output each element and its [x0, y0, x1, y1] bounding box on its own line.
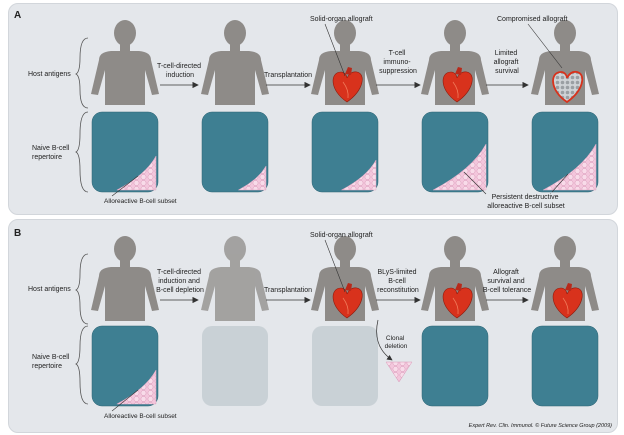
panel-b-naive-brace: [75, 325, 89, 405]
panel-a-host-figure-2: [201, 20, 269, 105]
panel-a-arrow-2-label: Transplantation: [264, 72, 312, 79]
panel-b-naive-label-1: Naive B-cell: [32, 354, 70, 361]
panel-b-arrow-1-label: T-cell-directed induction and B-cell dep…: [156, 269, 204, 294]
panel-b-host-figure-2: [201, 236, 269, 321]
panel-a-repertoire-5-cells: [542, 143, 597, 191]
panel-b-repertoire-5: [531, 325, 599, 407]
panel-a-repertoire-3-cells: [341, 159, 377, 191]
panel-a-naive-brace: [75, 111, 89, 193]
panel-a-heart-2: [442, 67, 473, 103]
panel-b-subset-callout: Alloreactive B-cell subset: [104, 413, 177, 420]
panel-b-heart-2: [442, 283, 473, 319]
panel-a-heart-1: [332, 67, 363, 103]
panel-b-repertoire-4: [421, 325, 489, 407]
panel-b-heart-1: [332, 283, 363, 319]
panel-a-repertoire-5: [531, 111, 599, 193]
panel-b-repertoire-2: [202, 326, 268, 406]
panel-b-subset-leader: [111, 389, 139, 412]
panel-a-repertoire-4-cells: [432, 143, 487, 191]
panel-b-heart-3: [552, 283, 583, 319]
panel-a-arrow-4-label: Limited allograft survival: [494, 50, 521, 75]
panel-b-repertoire-1-cells: [116, 369, 157, 405]
figure-credit: Expert Rev. Clin. Immunol. © Future Scie…: [469, 422, 613, 429]
panel-a-subset-leader: [111, 175, 139, 197]
panel-a-arrow-3-label: T-cell immuno- suppression: [379, 50, 417, 75]
panel-a-host-brace: [75, 37, 89, 109]
panel-b-host-brace: [75, 253, 89, 325]
panel-b-arrow-2-label: Transplantation: [264, 287, 312, 294]
panel-a-allograft-leader: [324, 23, 346, 77]
panel-a-persistent-callout: Persistent destructive alloreactive B-ce…: [487, 194, 564, 210]
panel-b-clonal-arrow: [376, 319, 393, 361]
panel-a-naive-label-1: Naive B-cell: [32, 145, 70, 152]
panel-b-arrow-3-label: BLyS-limited B-cell reconstitution: [377, 269, 419, 294]
panel-a-naive-label-2: repertoire: [32, 154, 62, 161]
panel-a-repertoire-2-cells: [238, 165, 267, 191]
panel-b-arrow-4-label: Allograft survival and B-cell tolerance: [483, 269, 531, 294]
panel-b-host-label: Host antigens: [28, 286, 71, 293]
panel-a-host-label: Host antigens: [28, 71, 71, 78]
panel-a-host-figure-1: [91, 20, 159, 105]
panel-a-repertoire-4: [421, 111, 489, 193]
panel-a-subset-callout: Alloreactive B-cell subset: [104, 198, 177, 205]
panel-a-repertoire-1-cells: [116, 155, 157, 191]
panel-a-repertoire-2: [201, 111, 269, 193]
panel-a-heart-compromised: [552, 70, 584, 104]
panel-b-allograft-leader: [324, 239, 346, 293]
panel-a-allograft-callout: Solid-organ allograft: [310, 16, 373, 23]
panel-b-host-figure-1: [91, 236, 159, 321]
panel-b-repertoire-1: [91, 325, 159, 407]
panel-a-compromised-callout: Compromised allograft: [497, 16, 567, 23]
panel-a-compromised-leader: [527, 23, 563, 69]
panel-b-repertoire-3: [312, 326, 378, 406]
panel-a-persistent-leader-1: [463, 171, 487, 195]
panel-b-clonal-callout: Clonal deletion: [385, 335, 408, 350]
panel-b-deleted-cells: [385, 361, 413, 383]
panel-a-repertoire-1: [91, 111, 159, 193]
panel-b-letter: B: [14, 228, 21, 239]
panel-a-persistent-leader-2: [551, 173, 569, 193]
panel-a-arrow-1-label: T-cell-directed induction: [157, 63, 203, 79]
panel-b-naive-label-2: repertoire: [32, 363, 62, 370]
figures-layer: [91, 20, 599, 407]
panel-a-letter: A: [14, 10, 21, 21]
panel-a-repertoire-3: [311, 111, 379, 193]
panel-b-allograft-callout: Solid-organ allograft: [310, 232, 373, 239]
